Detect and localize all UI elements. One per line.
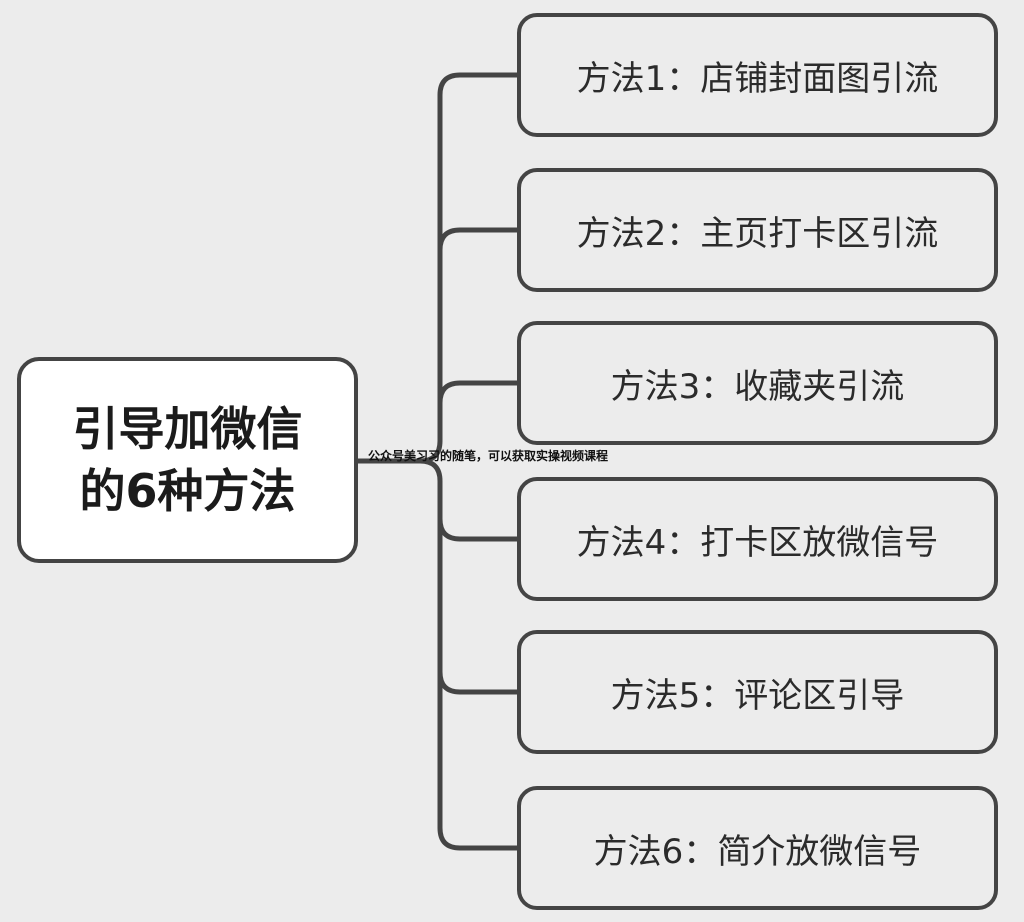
root-node: 引导加微信 的6种方法 <box>17 357 358 563</box>
branch-label-4: 方法4：打卡区放微信号 <box>576 522 939 563</box>
branch-label-3: 方法3：收藏夹引流 <box>610 366 905 407</box>
connector-branch-5 <box>437 516 520 542</box>
connector-branch-6 <box>437 669 520 695</box>
branch-label-5: 方法5：评论区引导 <box>610 675 905 716</box>
branch-node-4: 方法4：打卡区放微信号 <box>517 477 998 601</box>
root-title-line-2: 的6种方法 <box>79 464 296 518</box>
branch-label-1: 方法1：店铺封面图引流 <box>576 58 939 99</box>
connector-branch-1 <box>417 72 520 464</box>
branch-label-6: 方法6：简介放微信号 <box>593 831 922 872</box>
branch-label-2: 方法2：主页打卡区引流 <box>576 213 939 254</box>
branch-node-3: 方法3：收藏夹引流 <box>517 321 998 445</box>
connector-branch-2 <box>437 227 520 253</box>
connector-branch-3 <box>437 380 520 406</box>
branch-node-1: 方法1：店铺封面图引流 <box>517 13 998 137</box>
branch-node-2: 方法2：主页打卡区引流 <box>517 168 998 292</box>
watermark-text: 公众号美习习的随笔，可以获取实操视频课程 <box>368 449 609 463</box>
root-title-line-1: 引导加微信 <box>72 402 303 456</box>
connector-branch-4 <box>417 458 520 851</box>
branch-node-5: 方法5：评论区引导 <box>517 630 998 754</box>
branch-node-6: 方法6：简介放微信号 <box>517 786 998 910</box>
